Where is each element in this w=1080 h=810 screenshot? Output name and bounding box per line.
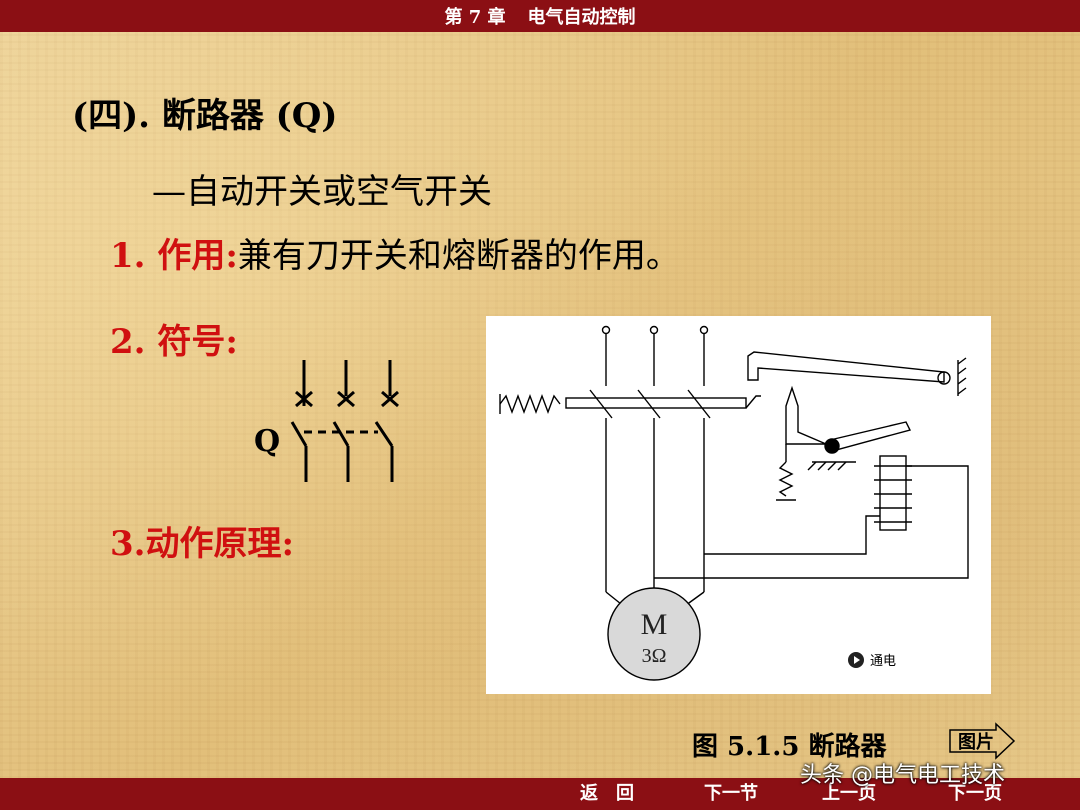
next-section-button[interactable]: 下一节: [704, 783, 758, 804]
section-heading: (四). 断路器 (Q): [72, 96, 338, 136]
arrow-icon: [949, 722, 1016, 760]
prev-page-button[interactable]: 上一页: [822, 783, 876, 804]
power-on-label: 通电: [870, 654, 897, 669]
item-function: 1. 作用:兼有刀开关和熔断器的作用。: [110, 228, 680, 277]
next-page-button[interactable]: 下一页: [948, 783, 1002, 804]
top-title-bar: 第 7 章 电气自动控制: [0, 0, 1080, 32]
back-button[interactable]: 返 回: [580, 783, 634, 804]
item-principle-label: 3.动作原理:: [110, 524, 295, 564]
chapter-title: 电气自动控制: [527, 7, 636, 28]
item-symbol-label: 2. 符号:: [110, 322, 238, 362]
picture-button-label: 图片: [958, 732, 994, 753]
breaker-diagram: M 3Ω: [486, 316, 991, 694]
motor-letter: M: [641, 608, 668, 641]
play-icon: [848, 651, 864, 668]
bottom-nav-bar: 返 回 下一节 上一页 下一页: [0, 778, 1080, 810]
section-subtitle: —自动开关或空气开关: [152, 172, 492, 212]
watermark: 头条 @电气电工技术: [800, 763, 1005, 788]
symbol-label: Q: [254, 424, 281, 459]
chapter-label: 第 7 章: [444, 7, 506, 28]
pole-1: [290, 360, 313, 482]
pole-3: [374, 360, 399, 482]
pole-2: [332, 360, 355, 482]
breaker-symbol: [290, 360, 399, 482]
power-on-button[interactable]: 通电: [848, 650, 896, 669]
item-function-label: 1. 作用:: [110, 236, 238, 276]
picture-button[interactable]: 图片: [948, 722, 1016, 760]
figure-caption: 图 5.1.5 断路器: [692, 732, 887, 762]
motor-sub: 3Ω: [642, 645, 667, 667]
item-function-text: 兼有刀开关和熔断器的作用。: [237, 236, 680, 276]
